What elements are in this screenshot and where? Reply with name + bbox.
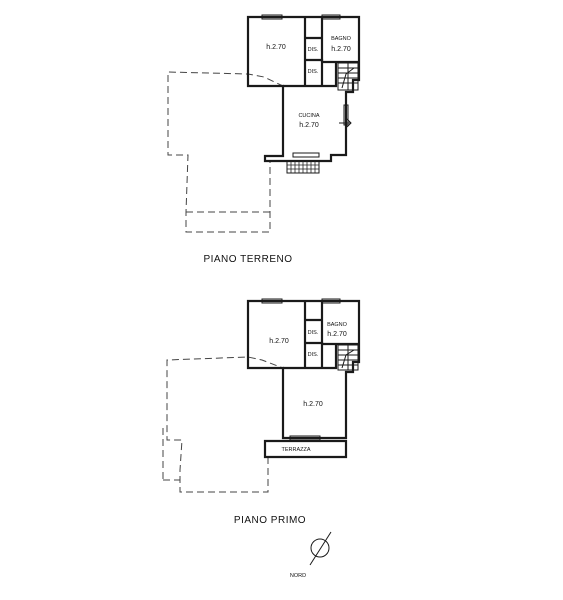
ground-floor-window	[292, 152, 320, 158]
first-floor-title: PIANO PRIMO	[234, 515, 306, 526]
ground-floor-bathroom-height: h.2.70	[331, 46, 351, 53]
first-floor-terrace-name: TERRAZZA	[281, 447, 310, 453]
north-arrow-label: NORD	[290, 573, 306, 579]
first-floor-bathroom-name: BAGNO	[327, 322, 348, 328]
first-floor-window	[321, 298, 341, 304]
ground-floor-adjacent-outline	[167, 71, 284, 233]
first-floor-staircase	[337, 344, 359, 371]
ground-floor-bathroom-name: BAGNO	[331, 36, 352, 42]
ground-floor-staircase	[337, 62, 359, 91]
ground-floor-window	[321, 14, 341, 20]
first-floor-partition	[283, 345, 338, 370]
ground-floor-partition	[283, 62, 338, 88]
first-floor-window	[261, 298, 283, 304]
first-floor-bathroom-height: h.2.70	[327, 331, 347, 338]
ground-floor-room-height: h.2.70	[266, 44, 286, 51]
ground-floor-outer-walls	[246, 15, 361, 163]
first-floor-lower-room-height: h.2.70	[303, 401, 323, 408]
first-floor-adjacent-outline	[166, 356, 284, 493]
first-floor-outer-walls	[246, 299, 361, 440]
north-arrow-needle	[309, 531, 332, 566]
north-arrow: NORD	[290, 531, 332, 579]
first-floor-window	[289, 435, 321, 441]
ground-floor-window	[261, 14, 283, 20]
first-floor-room-height: h.2.70	[269, 338, 289, 345]
ground-floor-title: PIANO TERRENO	[203, 254, 292, 265]
ground-floor-entry-arrow-head	[346, 118, 352, 128]
ground-floor-dis-1: DIS.	[308, 47, 319, 53]
first-floor-plan: h.2.70 BAGNO h.2.70 DIS. DIS. h.2.70 TER…	[162, 298, 361, 526]
ground-floor-plan: h.2.70 BAGNO h.2.70 DIS. DIS. CUCINA h.2…	[167, 14, 361, 265]
ground-floor-window	[343, 104, 349, 126]
first-floor-dis-1: DIS.	[308, 330, 319, 336]
ground-floor-kitchen-name: CUCINA	[298, 113, 319, 119]
ground-floor-entrance-steps	[286, 160, 320, 174]
first-floor-terrace	[263, 439, 348, 459]
ground-floor-kitchen-height: h.2.70	[299, 122, 319, 129]
ground-floor-dis-2: DIS.	[308, 69, 319, 75]
north-arrow-circle	[310, 538, 330, 558]
first-floor-dis-2: DIS.	[308, 352, 319, 358]
